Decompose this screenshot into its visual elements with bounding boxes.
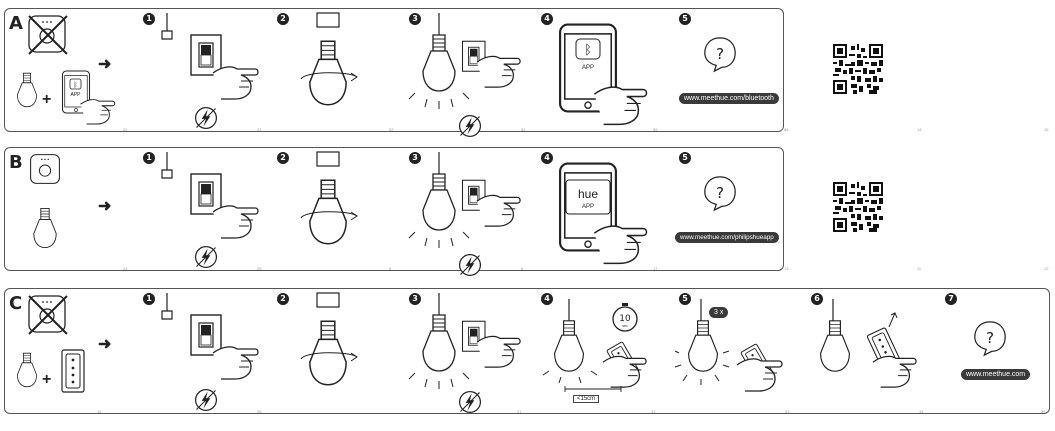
step-number: 1 [143, 293, 155, 305]
step-number: 2 [277, 152, 289, 164]
page-number: 88 [784, 127, 789, 132]
help-url[interactable]: www.meethue.com/philipshueapp [675, 232, 779, 243]
page-number: 13 [784, 266, 789, 271]
page-number: 33 [785, 409, 790, 414]
bulb-icon [554, 320, 584, 372]
page-number: 16 [97, 409, 102, 414]
help-url[interactable]: www.meethue.com [961, 369, 1031, 380]
flow-arrow: ➜ [98, 56, 112, 73]
dimmer-switch-icon [61, 349, 85, 398]
distance-label: <15cm [573, 395, 600, 403]
qr-code-icon[interactable] [833, 44, 883, 99]
step-number: 3 [409, 152, 421, 164]
bluetooth-icon: ᛒ [575, 38, 601, 60]
flow-arrow: ➜ [98, 198, 112, 215]
power-cycle-icon [194, 106, 218, 130]
step-number: 1 [143, 13, 155, 25]
page-number: 32 [651, 409, 656, 414]
page-number: 54 [521, 127, 526, 132]
panel-b: B ➜ 1 2 3 [4, 147, 784, 277]
hue-logo: hue [578, 187, 598, 201]
light-switch-icon [190, 173, 222, 215]
svg-text:ᛒ: ᛒ [73, 81, 77, 89]
flow-arrow: ➜ [98, 336, 112, 353]
page-number: 6 [389, 266, 392, 271]
svg-text:ᛒ: ᛒ [584, 42, 592, 57]
question-bubble-icon [704, 37, 736, 72]
power-cycle-icon [194, 245, 218, 269]
plus-sign: + [42, 91, 52, 108]
crossed-out-bridge-icon [28, 15, 68, 55]
step-number: 1 [143, 152, 155, 164]
panel-letter: A [9, 13, 23, 34]
hue-bridge-icon [29, 153, 63, 192]
phone-with-bluetooth: ᛒ APP [61, 67, 121, 132]
power-cycle-icon [458, 114, 482, 138]
bulb-icon [15, 71, 39, 114]
panel-letter: C [9, 293, 23, 314]
timer-number: 10 [619, 314, 631, 324]
intro-crossed-bridge [27, 14, 69, 61]
step-number: 4 [541, 13, 553, 25]
bluetooth-icon: ᛒ [69, 78, 82, 90]
page-number: 26 [257, 409, 262, 414]
page-number: 23 [257, 127, 262, 132]
step-number: 5 [679, 293, 691, 305]
step-number: 2 [277, 13, 289, 25]
page-number: 24 [123, 266, 128, 271]
bulb-icon [820, 320, 850, 372]
page-number: 25 [257, 266, 262, 271]
step-number: 3 [409, 13, 421, 25]
app-label: APP [70, 92, 81, 98]
crossed-out-bridge-icon [28, 295, 68, 335]
power-cycle-icon [458, 253, 482, 277]
app-label: APP [582, 204, 594, 210]
step-number: 3 [409, 293, 421, 305]
page-number: 11 [917, 266, 922, 271]
bulb-icon [688, 320, 718, 372]
panel-c: C + ➜ 1 2 3 [4, 288, 1050, 414]
page-number: 8 [521, 266, 524, 271]
intro-crossed-bridge [27, 294, 69, 341]
step-number: 6 [811, 293, 823, 305]
step-number: 4 [541, 293, 553, 305]
step-number: 5 [679, 152, 691, 164]
page-number: 35 [1041, 409, 1046, 414]
page-number: 52 [389, 127, 394, 132]
page-number: 55 [653, 127, 658, 132]
page-number: 15 [1044, 127, 1049, 132]
page-number: 17 [653, 266, 658, 271]
press-count-badge: 3 x [709, 307, 729, 318]
page-number: 34 [919, 409, 924, 414]
timer-icon: 10 sec [612, 303, 638, 332]
power-cycle-icon [458, 390, 482, 414]
light-switch-icon [190, 34, 222, 76]
bulb-icon [31, 206, 59, 255]
step-number: 7 [945, 293, 957, 305]
app-label: APP [582, 65, 594, 71]
bulb-icon [422, 173, 456, 231]
page-number: 21 [517, 409, 522, 414]
qr-code-icon[interactable] [833, 182, 883, 237]
light-switch-icon [190, 314, 222, 356]
step-number: 4 [541, 152, 553, 164]
question-bubble-icon [704, 176, 736, 211]
timer-unit: sec [622, 324, 628, 328]
power-cycle-icon [194, 388, 218, 412]
page-number: 22 [123, 127, 128, 132]
bulb-icon [422, 314, 456, 372]
help-url[interactable]: www.meethue.com/bluetooth [679, 93, 779, 104]
panel-letter: B [9, 152, 23, 173]
page-number: 12 [1044, 266, 1049, 271]
step-number: 5 [679, 13, 691, 25]
page-number: 14 [917, 127, 922, 132]
bulb-icon [422, 34, 456, 92]
step-number: 2 [277, 293, 289, 305]
plus-sign: + [42, 371, 52, 388]
bulb-icon [15, 351, 39, 394]
question-bubble-icon [974, 321, 1006, 356]
panel-a: A + ᛒ APP ➜ 1 2 3 [4, 8, 784, 138]
